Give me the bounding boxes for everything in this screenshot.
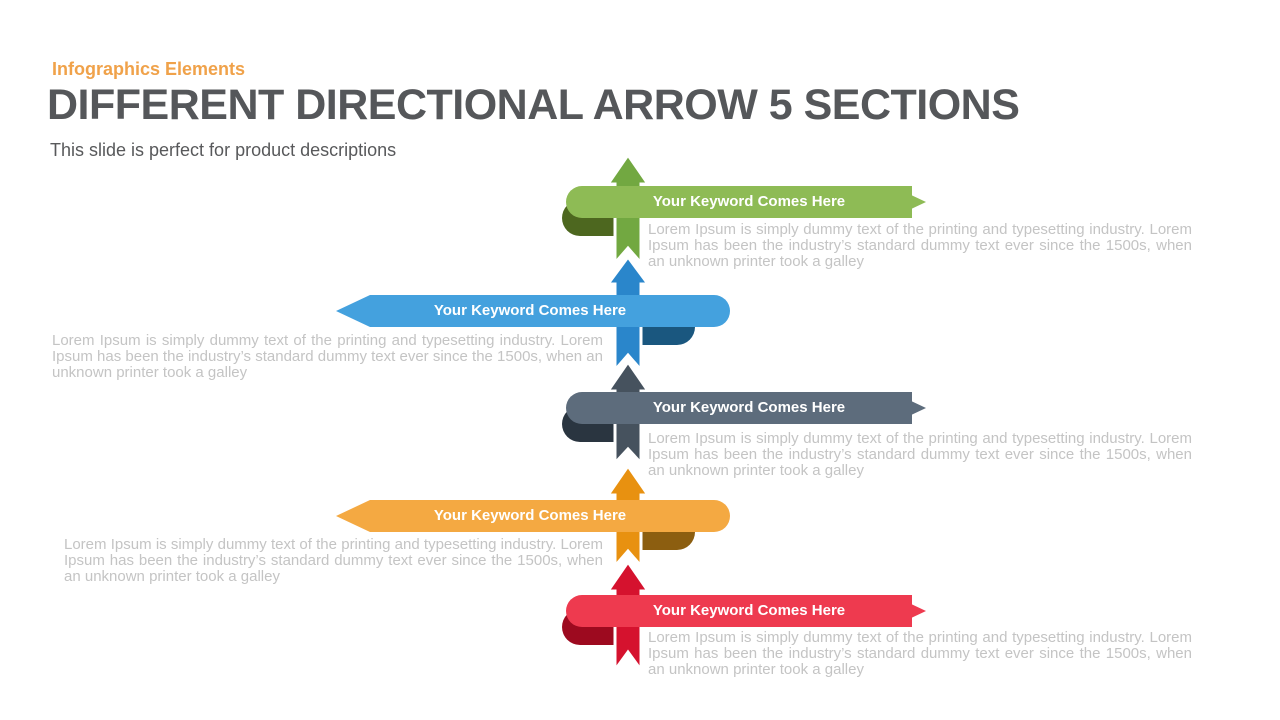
keyword-label-3: Your Keyword Comes Here: [652, 399, 846, 416]
ribbon-arrow-tip-5: [892, 595, 926, 627]
keyword-ribbon-2: Your Keyword Comes Here: [370, 295, 730, 327]
eyebrow-label: Infographics Elements: [52, 59, 246, 79]
keyword-label-1: Your Keyword Comes Here: [652, 193, 846, 210]
keyword-label-5: Your Keyword Comes Here: [652, 602, 846, 619]
keyword-label-2: Your Keyword Comes Here: [433, 302, 627, 319]
ribbon-arrow-tip-4: [336, 500, 370, 532]
keyword-ribbon-1: Your Keyword Comes Here: [566, 186, 912, 218]
page-subtitle: This slide is perfect for product descri…: [50, 140, 397, 160]
keyword-label-4: Your Keyword Comes Here: [433, 507, 627, 524]
keyword-ribbon-5: Your Keyword Comes Here: [566, 595, 912, 627]
keyword-ribbon-4: Your Keyword Comes Here: [370, 500, 730, 532]
section-description-3: Lorem Ipsum is simply dummy text of the …: [648, 430, 1192, 479]
section-description-5: Lorem Ipsum is simply dummy text of the …: [648, 629, 1192, 678]
keyword-ribbon-3: Your Keyword Comes Here: [566, 392, 912, 424]
ribbon-arrow-tip-2: [336, 295, 370, 327]
section-description-2: Lorem Ipsum is simply dummy text of the …: [52, 332, 603, 381]
ribbon-arrow-tip-3: [892, 392, 926, 424]
ribbon-arrow-tip-1: [892, 186, 926, 218]
section-description-4: Lorem Ipsum is simply dummy text of the …: [64, 536, 603, 585]
page-title: DIFFERENT DIRECTIONAL ARROW 5 SECTIONS: [47, 81, 1020, 129]
section-description-1: Lorem Ipsum is simply dummy text of the …: [648, 221, 1192, 270]
